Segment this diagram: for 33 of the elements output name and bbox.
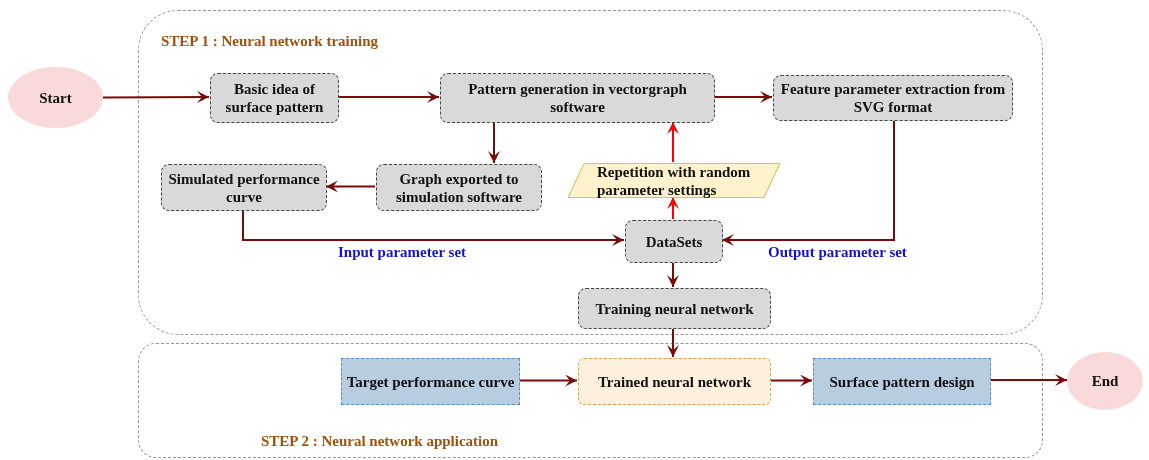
arrow [721, 119, 895, 246]
process-box: Trained neural network [578, 358, 771, 405]
arrow [667, 196, 679, 220]
arrow [488, 121, 500, 164]
terminal-ellipse: Start [8, 67, 103, 128]
edge-label: Input parameter set [336, 244, 469, 261]
arrow [102, 91, 210, 104]
process-box: Target performance curve [341, 358, 520, 405]
arrow [325, 180, 376, 193]
group-heading: STEP 1 : Neural network training [161, 33, 379, 50]
terminal-ellipse: End [1067, 352, 1143, 410]
group-container [138, 10, 1043, 335]
group-container [138, 343, 1043, 458]
arrow [667, 327, 679, 358]
arrow [242, 209, 625, 246]
arrow [337, 91, 440, 103]
input-parallelogram: Repetition with random parameter settings [567, 163, 781, 198]
edge-label: Output parameter set [766, 244, 909, 261]
arrow [518, 374, 578, 387]
arrow [989, 374, 1068, 386]
process-box: Pattern generation in vectorgraph software [440, 73, 715, 123]
process-box: Simulated performance curve [161, 164, 327, 211]
arrow [713, 91, 773, 103]
process-box: Training neural network [578, 288, 771, 329]
process-box: Feature parameter extraction from SVG format [773, 75, 1013, 121]
arrow [667, 261, 679, 288]
process-box: Surface pattern design [813, 358, 991, 405]
arrow [769, 374, 813, 387]
process-box: DataSets [625, 220, 723, 263]
process-box: Graph exported to simulation software [376, 164, 542, 211]
group-heading: STEP 2 : Neural network application [261, 433, 499, 450]
process-box: Basic idea of surface pattern [210, 73, 339, 123]
arrow [667, 121, 679, 163]
